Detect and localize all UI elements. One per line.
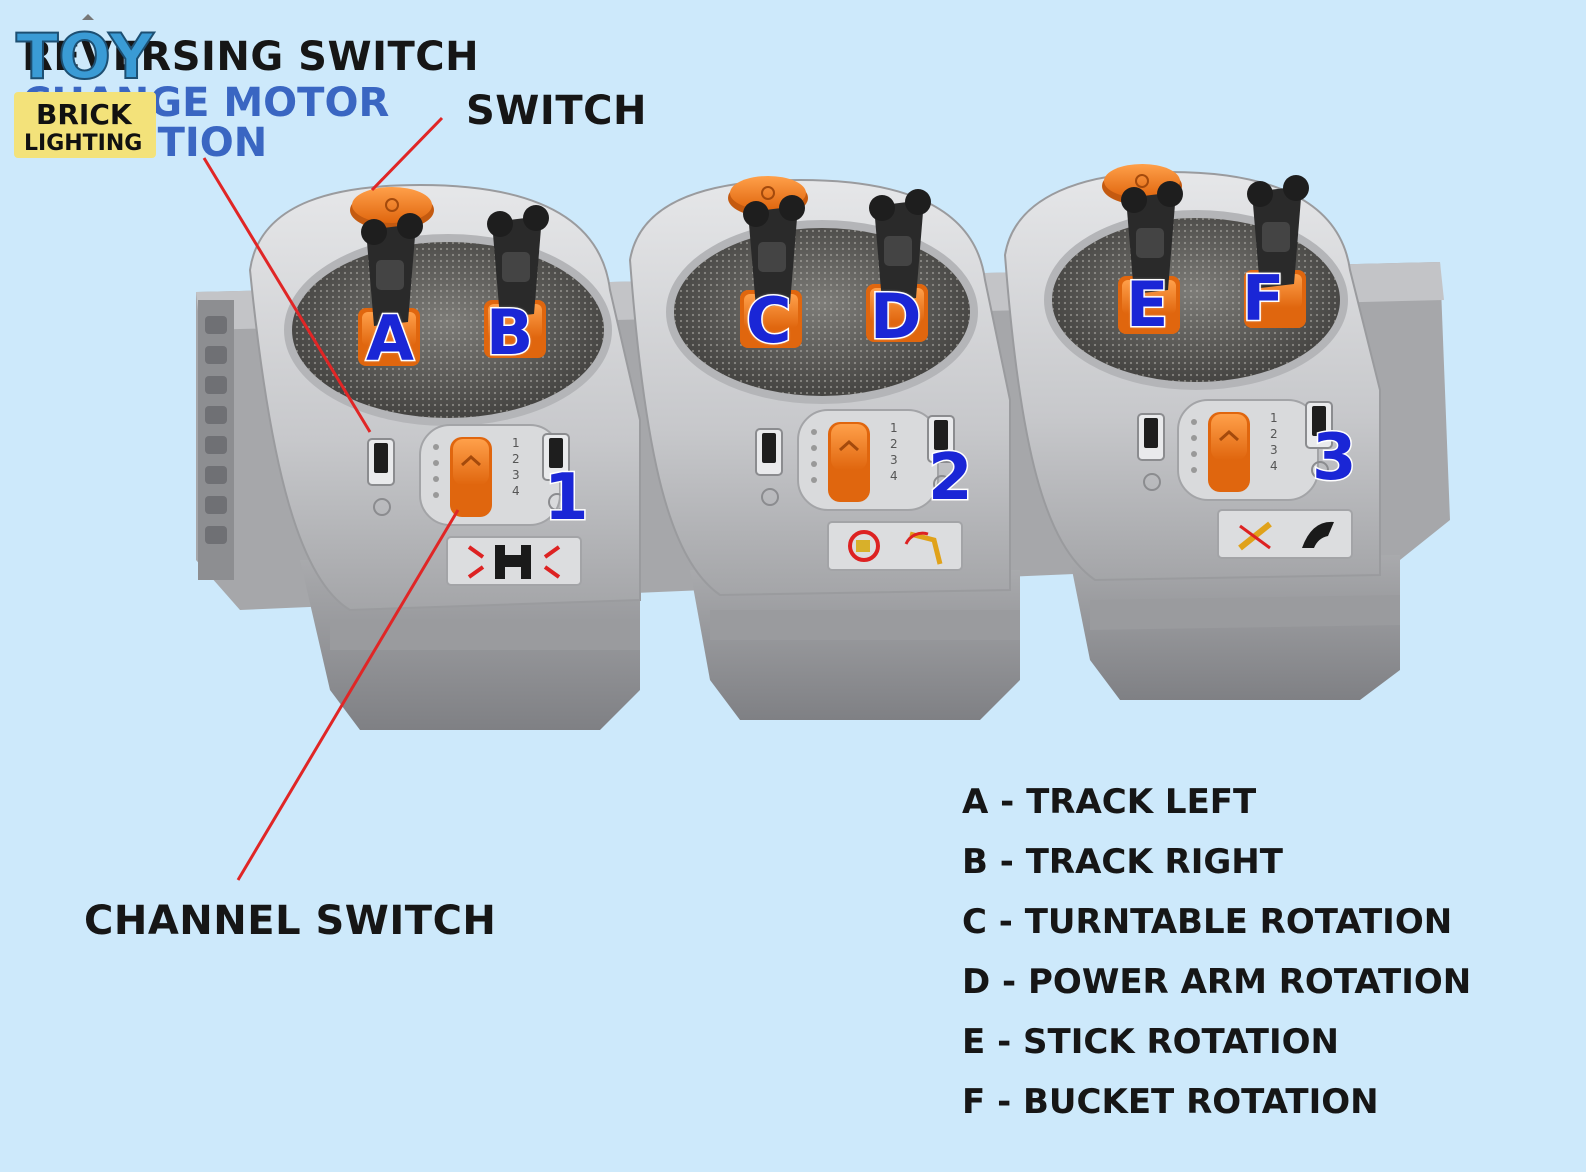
- function-icon-plate: [827, 521, 963, 571]
- channel-number: 2: [927, 440, 975, 517]
- h-arrows-icon: [467, 545, 561, 579]
- legend-item: D - POWER ARM ROTATION: [962, 962, 1472, 1002]
- lever-letter-c: C: [745, 283, 793, 359]
- lever-letter-a: A: [365, 301, 416, 377]
- channel-dial-number: 3: [1270, 443, 1278, 457]
- lever-letter-e: E: [1124, 267, 1169, 343]
- rotate-icon: [1143, 473, 1161, 491]
- lever-letter-b: B: [484, 295, 534, 371]
- rotate-icon: [761, 488, 779, 506]
- logo-lighting-text: LIGHTING: [24, 131, 142, 156]
- function-icon-plate: [446, 536, 582, 586]
- function-icon-plate: [1217, 509, 1353, 559]
- arm-icon: [904, 531, 943, 565]
- channel-slider[interactable]: [828, 422, 870, 502]
- channel-panel: 1 2 3 4: [419, 424, 561, 526]
- joystick-lever[interactable]: [866, 189, 931, 342]
- reversing-switch[interactable]: [542, 433, 570, 511]
- channel-dial-number: 1: [512, 436, 520, 450]
- reversing-switch[interactable]: [755, 428, 783, 506]
- logo-toy-text: TOY: [16, 20, 155, 93]
- joystick-lever[interactable]: [484, 205, 549, 358]
- reversing-switch[interactable]: [927, 415, 955, 493]
- joystick-lever[interactable]: [740, 195, 805, 348]
- channel-dial-number: 4: [1270, 459, 1278, 473]
- legend-item: F - BUCKET ROTATION: [962, 1082, 1379, 1122]
- stick-icon: [1238, 521, 1272, 551]
- joystick-lever[interactable]: [1118, 181, 1183, 334]
- lever-letter-d: D: [868, 279, 922, 355]
- reversing-switch-label: REVERSING SWITCH: [22, 34, 480, 80]
- rotate-icon: [1311, 461, 1329, 479]
- channel-dial-number: 2: [512, 452, 520, 466]
- channel-number: 1: [543, 460, 591, 537]
- channel-dial-number: 1: [890, 421, 898, 435]
- bucket-icon: [1302, 521, 1334, 548]
- turntable-icon: [848, 530, 880, 562]
- reversing-switch[interactable]: [1137, 413, 1165, 491]
- legend-item: C - TURNTABLE ROTATION: [962, 902, 1453, 942]
- reversing-switch[interactable]: [1305, 401, 1333, 479]
- legend-item: B - TRACK RIGHT: [962, 842, 1283, 882]
- joystick-lever[interactable]: [358, 213, 423, 366]
- channel-panel: 1 2 3 4: [797, 409, 939, 511]
- joystick-lever[interactable]: [1244, 175, 1309, 328]
- channel-dial-number: 4: [512, 484, 520, 498]
- pointer-lines: [202, 116, 460, 881]
- rotate-icon: [548, 493, 566, 511]
- channel-dial-number: 2: [1270, 427, 1278, 441]
- channel-dial-number: 2: [890, 437, 898, 451]
- reversing-switch[interactable]: [367, 438, 395, 516]
- channel-panel: 1 2 3 4: [1177, 399, 1319, 501]
- logo-brick-text: BRICK: [36, 98, 133, 131]
- rotate-icon: [933, 475, 951, 493]
- switch-label: SWITCH: [466, 88, 647, 134]
- lever-letter-f: F: [1240, 261, 1285, 337]
- brand-logo: TOY BRICK LIGHTING: [14, 14, 156, 158]
- channel-dial-number: 3: [512, 468, 520, 482]
- rotate-icon: [373, 498, 391, 516]
- channel-dial-number: 1: [1270, 411, 1278, 425]
- channel-number: 3: [1311, 420, 1359, 497]
- channel-slider[interactable]: [450, 437, 492, 517]
- legend-list: A - TRACK LEFT B - TRACK RIGHT C - TURNT…: [962, 780, 1471, 1140]
- channel-switch-label: CHANNEL SWITCH: [84, 898, 497, 944]
- channel-dial-number: 4: [890, 469, 898, 483]
- legend-item: E - STICK ROTATION: [962, 1022, 1339, 1062]
- legend-item: A - TRACK LEFT: [962, 782, 1257, 822]
- channel-slider[interactable]: [1208, 412, 1250, 492]
- channel-dial-number: 3: [890, 453, 898, 467]
